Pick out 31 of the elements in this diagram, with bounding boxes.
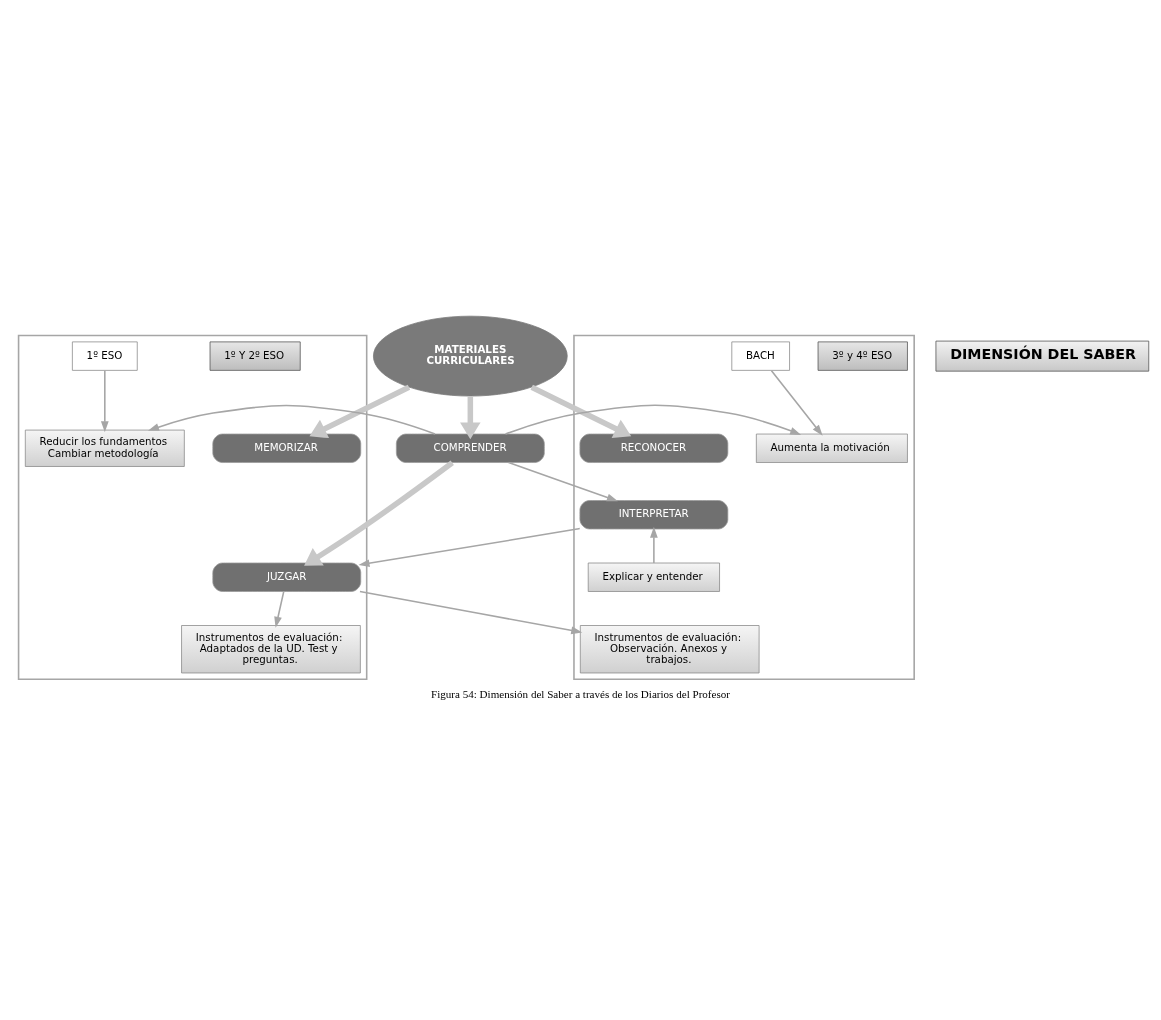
node-box: Reducir los fundamentos Cambiar metodología	[24, 429, 185, 467]
node-box: COMPRENDER	[395, 433, 545, 463]
node-box: Aumenta la motivación	[755, 433, 908, 463]
arrow	[530, 384, 632, 439]
node-box: Explicar y entender	[587, 562, 720, 592]
node-box: JUZGAR	[212, 562, 362, 592]
caption: Figura 54: Dimensión del Saber a través de los Diarios del Profesor	[431, 687, 730, 700]
node-box: BACH	[731, 341, 790, 371]
node-box: RECONOCER	[579, 433, 729, 463]
arrow	[507, 461, 618, 502]
arrow	[359, 590, 583, 635]
node-box: 3º y 4º ESO	[817, 341, 908, 371]
cluster	[573, 334, 915, 681]
node-box: INTERPRETAR	[579, 500, 729, 530]
node-box: DIMENSIÓN DEL SABER	[935, 340, 1150, 372]
arrow	[100, 369, 109, 433]
node-box: Instrumentos de evaluación: Observación. Anexos y trabajos.	[579, 625, 760, 674]
arrow	[358, 527, 581, 568]
node-box: MEMORIZAR	[212, 433, 362, 463]
arrow	[309, 384, 411, 439]
node-box: 1º ESO	[71, 341, 138, 371]
arrow	[650, 526, 658, 564]
arrow	[504, 404, 802, 435]
node-box: Instrumentos de evaluación: Adaptados de la UD. Test y preguntas.	[181, 625, 361, 674]
arrow	[147, 404, 436, 435]
arrow	[460, 396, 481, 440]
node-box: 1º Y 2º ESO	[209, 341, 301, 371]
node-ellipse: MATERIALES CURRICULARES	[373, 315, 568, 397]
arrow	[304, 460, 454, 566]
arrow	[274, 590, 285, 628]
arrow	[770, 369, 823, 436]
